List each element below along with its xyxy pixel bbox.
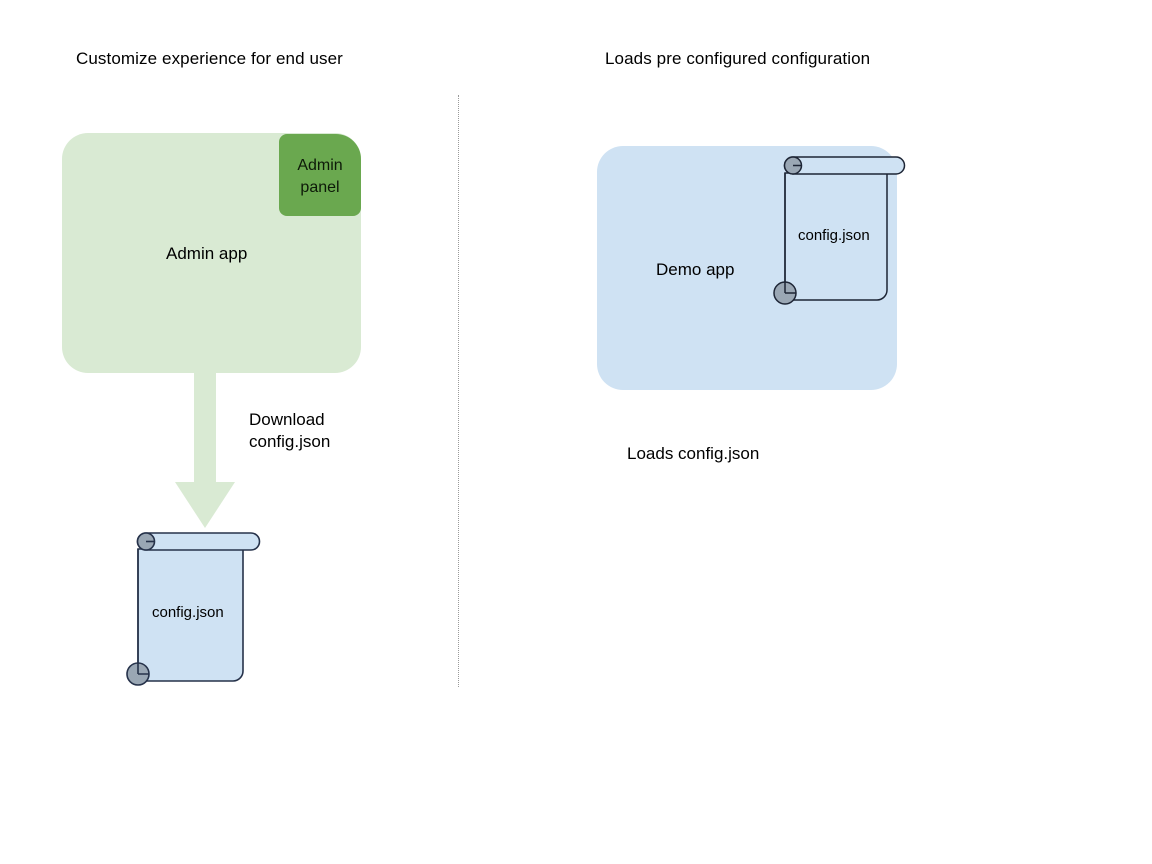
section-title-left: Customize experience for end user <box>76 49 343 68</box>
admin-app-label: Admin app <box>166 244 248 263</box>
download-arrow-label: Download config.json <box>249 409 330 453</box>
config-json-document-left[interactable]: config.json <box>124 531 264 691</box>
download-arrow-label-line1: Download <box>249 410 325 429</box>
download-arrow-label-line2: config.json <box>249 432 331 451</box>
admin-panel-label-line2: panel <box>300 179 340 196</box>
config-json-document-right[interactable]: config.json <box>772 155 908 310</box>
config-json-label-left: config.json <box>152 604 224 621</box>
download-arrow-icon <box>175 370 235 528</box>
admin-panel-label: Admin panel <box>279 155 361 199</box>
vertical-divider <box>458 95 459 687</box>
config-json-label-right: config.json <box>798 227 870 244</box>
loads-config-caption: Loads config.json <box>627 444 760 463</box>
admin-panel-label-line1: Admin <box>297 157 343 174</box>
admin-panel-box[interactable]: Admin panel <box>279 134 361 216</box>
demo-app-label: Demo app <box>656 260 735 279</box>
section-title-right: Loads pre configured configuration <box>605 49 871 68</box>
